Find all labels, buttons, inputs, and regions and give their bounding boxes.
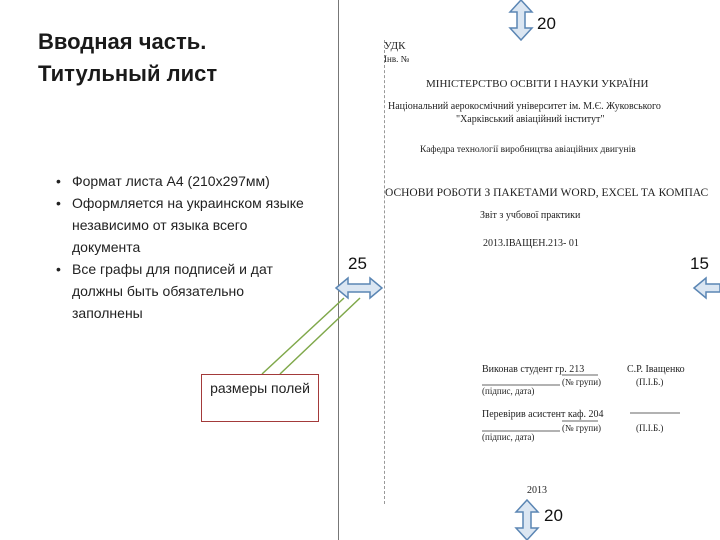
margins-callout: размеры полей	[201, 374, 319, 422]
title-page-sample	[338, 0, 720, 540]
executor-name: С.Р. Іващенко	[627, 364, 685, 375]
slide-title: Вводная часть. Титульный лист	[38, 26, 217, 90]
bottom-margin-value: 20	[544, 506, 563, 525]
inv-label: Інв. №	[384, 54, 410, 64]
bullet-item: Формат листа А4 (210х297мм)	[56, 170, 316, 192]
right-margin-arrow-icon	[692, 276, 720, 300]
left-margin-value: 25	[348, 254, 367, 273]
left-margin-arrow-icon	[334, 276, 384, 300]
group-caption-2: (№ групи)	[562, 423, 602, 433]
bullet-item: Все графы для подписей и дат должны быть…	[56, 258, 316, 324]
year-text: 2013	[527, 485, 547, 496]
right-margin-value: 15	[690, 254, 709, 273]
leader-line	[279, 297, 361, 375]
report-type: Звіт з учбової практики	[480, 210, 581, 221]
sign-date-caption-2: (підпис, дата)	[482, 432, 535, 442]
bottom-margin-arrow-icon	[514, 498, 540, 540]
checked-by-text: Перевірив асистент каф. 204	[482, 409, 604, 420]
top-margin-arrow-icon	[508, 0, 534, 42]
university-text: Національний аерокосмічний університет і…	[388, 101, 661, 112]
group-caption: (№ групи)	[562, 377, 602, 387]
pib-caption: (П.І.Б.)	[636, 377, 664, 387]
top-margin-value: 20	[537, 14, 556, 33]
institute-text: "Харківський авіаційний інститут"	[456, 114, 605, 125]
udk-label: УДК	[384, 40, 406, 52]
pib-caption-2: (П.І.Б.)	[636, 423, 664, 433]
executed-by-text: Виконав студент гр. 213	[482, 364, 585, 375]
work-title: ОСНОВИ РОБОТИ З ПАКЕТАМИ WORD, EXCEL ТА …	[385, 187, 709, 199]
bullet-item: Оформляется на украинском языке независи…	[56, 192, 316, 258]
left-margin-guide	[384, 40, 385, 504]
slide-title-line1: Вводная часть.	[38, 29, 207, 54]
bullet-list: Формат листа А4 (210х297мм) Оформляется …	[56, 170, 316, 324]
sign-date-caption: (підпис, дата)	[482, 386, 535, 396]
slide-title-line2: Титульный лист	[38, 61, 218, 86]
document-code: 2013.ІВАЩЕН.213- 01	[483, 238, 579, 249]
leader-line	[261, 297, 345, 375]
ministry-text: МІНІСТЕРСТВО ОСВІТИ І НАУКИ УКРАЇНИ	[426, 78, 649, 90]
department-text: Кафедра технології виробництва авіаційни…	[420, 145, 636, 155]
